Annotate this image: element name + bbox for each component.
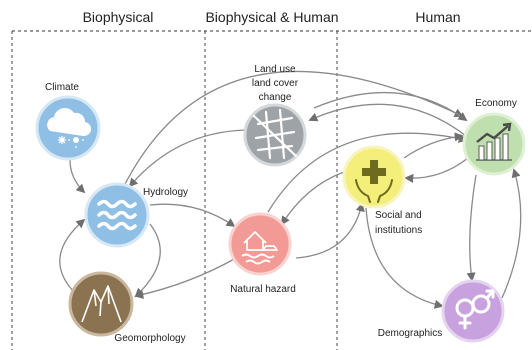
- climate-label: Climate: [45, 82, 79, 93]
- link-hazard-geomorphology: [134, 257, 237, 299]
- node-social-institutions: Social and institutions: [342, 145, 422, 236]
- land-use-label-line-3: change: [259, 92, 292, 103]
- node-hydrology: Hydrology: [84, 182, 188, 248]
- link-landuse-hydrology: [128, 129, 247, 188]
- link-hydrology-economy: [123, 70, 464, 187]
- link-economy-social: [404, 157, 469, 183]
- column-header-biophysical-human: Biophysical & Human: [205, 9, 338, 25]
- node-demographics: Demographics: [378, 279, 505, 343]
- column-header-human: Human: [415, 9, 460, 25]
- gender-symbols-icon: [455, 289, 495, 330]
- link-geomorphology-hydrology: [59, 218, 86, 295]
- economy-label: Economy: [475, 98, 517, 109]
- link-hazard-social: [295, 202, 365, 259]
- land-use-label-line-2: land cover: [252, 78, 299, 89]
- link-social-economy: [403, 132, 464, 159]
- node-land-use: Land use land cover change: [243, 64, 307, 167]
- natural-hazard-label: Natural hazard: [230, 284, 296, 295]
- node-economy: Economy: [462, 98, 526, 176]
- geomorphology-label: Geomorphology: [114, 333, 185, 344]
- node-natural-hazard: Natural hazard: [228, 212, 296, 295]
- link-landuse-economy: [313, 92, 468, 122]
- social-label-line-1: Social and: [375, 210, 422, 221]
- hands-cross-icon: [355, 160, 393, 203]
- link-hydrology-hazard: [149, 203, 236, 228]
- flooded-house-icon: [241, 231, 278, 265]
- link-economy-landuse: [308, 103, 467, 137]
- node-climate: Climate: [35, 82, 101, 161]
- link-hydrology-geomorphology: [134, 223, 161, 298]
- link-climate-hydrology: [69, 159, 86, 194]
- city-map-icon: [252, 108, 298, 160]
- demographics-label: Demographics: [378, 328, 442, 339]
- land-use-label-line-1: Land use: [254, 64, 296, 75]
- link-social-hazard: [281, 171, 345, 226]
- links: [59, 70, 522, 309]
- link-demographics-economy: [501, 168, 522, 299]
- hydrology-label: Hydrology: [143, 187, 188, 198]
- economy-circle: [462, 112, 526, 176]
- social-label-line-2: institutions: [375, 225, 422, 236]
- link-hazard-economy: [267, 132, 468, 213]
- node-geomorphology: Geomorphology: [68, 271, 186, 344]
- natural-hazard-circle: [228, 212, 292, 276]
- mountains-icon: [81, 285, 122, 323]
- link-economy-demographics: [466, 174, 477, 282]
- column-header-biophysical: Biophysical: [83, 9, 154, 25]
- link-social-demographics: [365, 207, 444, 309]
- cloud-snow-sun-icon: [47, 108, 92, 148]
- waves-icon: [97, 199, 137, 231]
- growth-chart-icon: [476, 122, 512, 161]
